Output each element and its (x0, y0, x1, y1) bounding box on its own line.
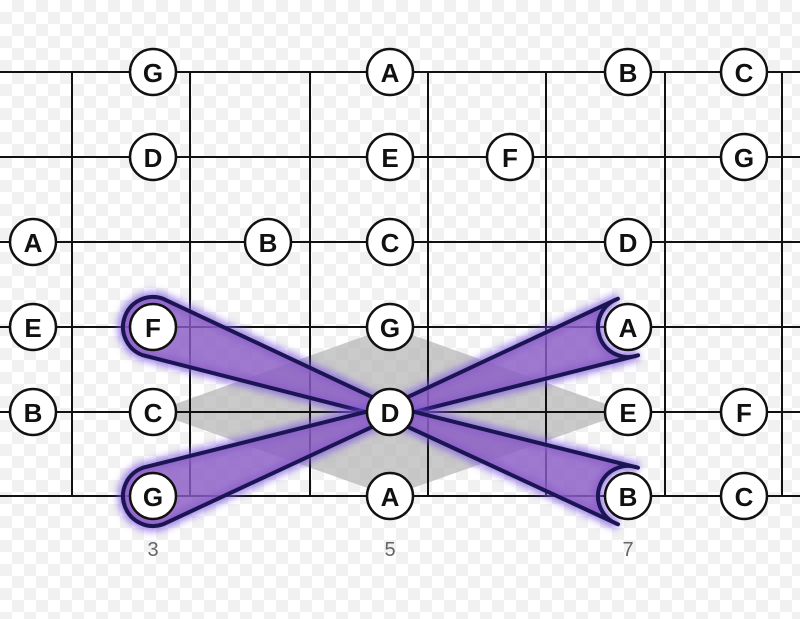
note-label: G (380, 313, 400, 343)
note-marker: D (365, 387, 415, 437)
note-circle (603, 217, 653, 267)
note-marker: G (128, 47, 178, 97)
highlight-arm-3 (385, 296, 641, 420)
note-label: E (619, 398, 636, 428)
note-label: D (619, 228, 638, 258)
note-label: B (619, 482, 638, 512)
highlight-arm-4 (386, 404, 640, 527)
note-circle (365, 217, 415, 267)
note-marker: G (365, 302, 415, 352)
note-circle (128, 47, 178, 97)
note-label: A (619, 313, 638, 343)
fret-number-label: 5 (384, 539, 395, 561)
note-label: E (381, 143, 398, 173)
fret-number-label: 7 (622, 539, 633, 561)
note-circle (719, 387, 769, 437)
note-label: C (144, 398, 163, 428)
note-marker: F (128, 302, 178, 352)
highlight-arm-2 (121, 404, 395, 528)
note-marker: A (365, 471, 415, 521)
note-label: A (381, 482, 400, 512)
note-marker: A (8, 217, 58, 267)
note-label: G (143, 58, 163, 88)
highlight-arm-1 (121, 295, 395, 420)
note-circle (719, 471, 769, 521)
note-circle (128, 387, 178, 437)
note-marker: B (603, 471, 653, 521)
note-marker: C (719, 47, 769, 97)
note-label: F (145, 313, 161, 343)
note-label: G (143, 482, 163, 512)
note-label: A (24, 228, 43, 258)
note-circle (603, 387, 653, 437)
note-marker: E (365, 132, 415, 182)
note-circle (365, 387, 415, 437)
note-label: G (734, 143, 754, 173)
note-marker: A (365, 47, 415, 97)
note-marker: F (485, 132, 535, 182)
note-label: F (502, 143, 518, 173)
note-circle (603, 302, 653, 352)
note-marker: E (603, 387, 653, 437)
note-marker: D (128, 132, 178, 182)
interval-shape-highlight (118, 292, 641, 531)
note-circle (8, 217, 58, 267)
note-marker: C (719, 471, 769, 521)
note-circle (719, 47, 769, 97)
note-circle (719, 132, 769, 182)
note-label: F (736, 398, 752, 428)
note-marker: B (243, 217, 293, 267)
note-circle (128, 302, 178, 352)
note-circle (8, 387, 58, 437)
note-circle (365, 302, 415, 352)
note-label: E (24, 313, 41, 343)
note-marker: D (603, 217, 653, 267)
note-circle (243, 217, 293, 267)
note-label: B (619, 58, 638, 88)
note-marker: A (603, 302, 653, 352)
note-circle (8, 302, 58, 352)
note-circle (365, 132, 415, 182)
fret-number-labels: 3 5 7 (147, 539, 633, 561)
note-marker: G (128, 471, 178, 521)
note-label: C (381, 228, 400, 258)
note-label: C (735, 482, 754, 512)
note-marker: G (719, 132, 769, 182)
note-circle (128, 471, 178, 521)
note-circle (603, 47, 653, 97)
note-label: B (24, 398, 43, 428)
note-circle (365, 471, 415, 521)
note-marker: B (603, 47, 653, 97)
note-marker: C (128, 387, 178, 437)
note-label: A (381, 58, 400, 88)
note-circle (603, 471, 653, 521)
note-markers: G A B C D E F G A B C D E F G A B C D E F G A B C (8, 47, 769, 521)
note-marker: B (8, 387, 58, 437)
note-label: D (381, 398, 400, 428)
note-circle (128, 132, 178, 182)
note-label: B (259, 228, 278, 258)
note-circle (365, 47, 415, 97)
note-marker: E (8, 302, 58, 352)
note-label: C (735, 58, 754, 88)
note-label: D (144, 143, 163, 173)
fret-number-label: 3 (147, 539, 158, 561)
note-marker: F (719, 387, 769, 437)
note-marker: C (365, 217, 415, 267)
note-circle (485, 132, 535, 182)
